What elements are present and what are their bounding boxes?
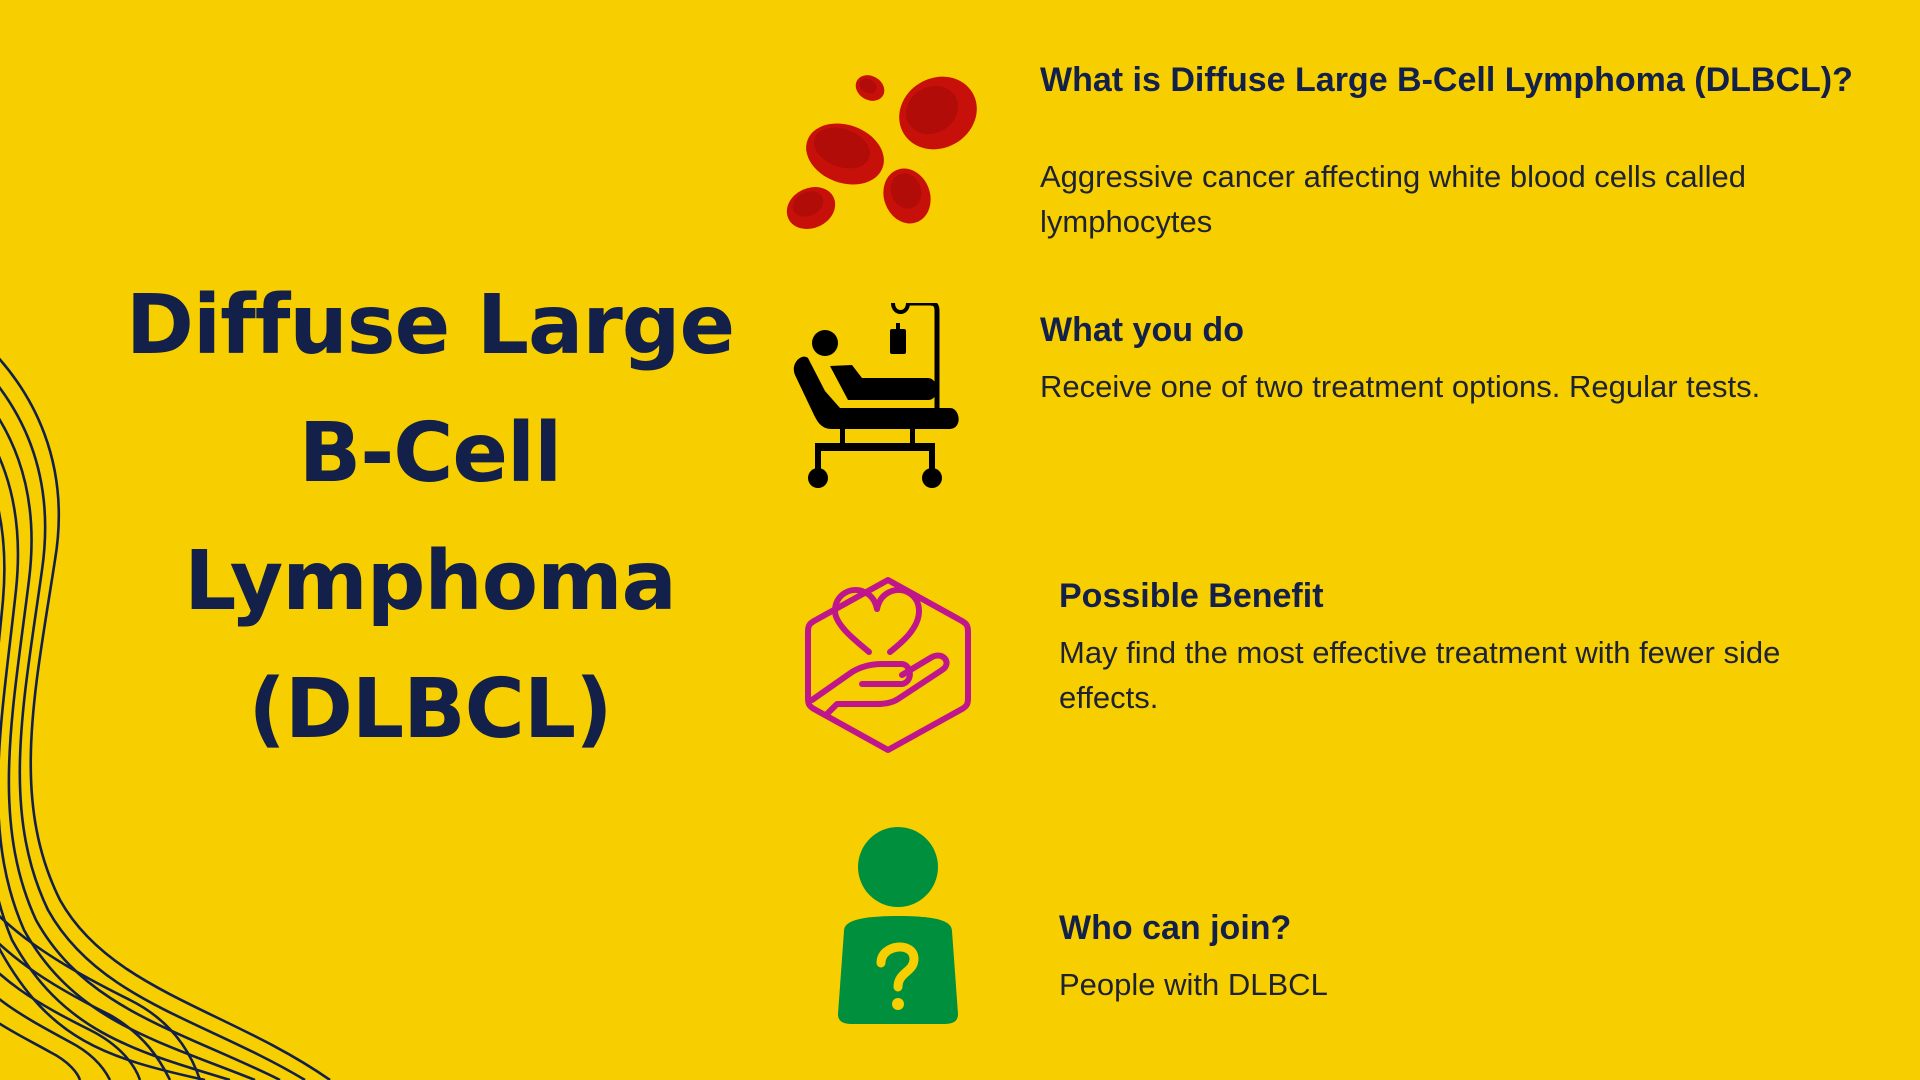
blood-cells-icon (786, 75, 977, 229)
section-body: May find the most effective treatment wi… (1059, 635, 1781, 715)
section-what-is-dlbcl: What is Diffuse Large B-Cell Lymphoma (D… (1040, 58, 1860, 244)
section-possible-benefit: Possible Benefit May find the most effec… (1059, 574, 1879, 720)
section-what-you-do: What you do Receive one of two treatment… (1040, 308, 1860, 409)
person-question-icon (838, 827, 958, 1024)
title-line: (DLBCL) (248, 662, 612, 757)
section-heading: Possible Benefit (1059, 577, 1324, 615)
title-line: B-Cell (298, 406, 563, 501)
section-heading: What is Diffuse Large B-Cell Lymphoma (D… (1040, 61, 1853, 99)
title-line: Diffuse Large (125, 278, 735, 373)
page-title: Diffuse Large B-Cell Lymphoma (DLBCL) (100, 262, 760, 774)
heart-in-hand-hexagon-icon (805, 577, 971, 753)
section-heading: What you do (1040, 311, 1244, 349)
section-body: Receive one of two treatment options. Re… (1040, 369, 1761, 404)
title-line: Lymphoma (184, 534, 677, 629)
section-heading: Who can join? (1059, 909, 1292, 947)
section-who-can-join: Who can join? People with DLBCL (1059, 906, 1759, 1007)
section-body: Aggressive cancer affecting white blood … (1040, 159, 1746, 239)
hospital-bed-iv-icon (793, 303, 959, 488)
section-body: People with DLBCL (1059, 967, 1328, 1002)
